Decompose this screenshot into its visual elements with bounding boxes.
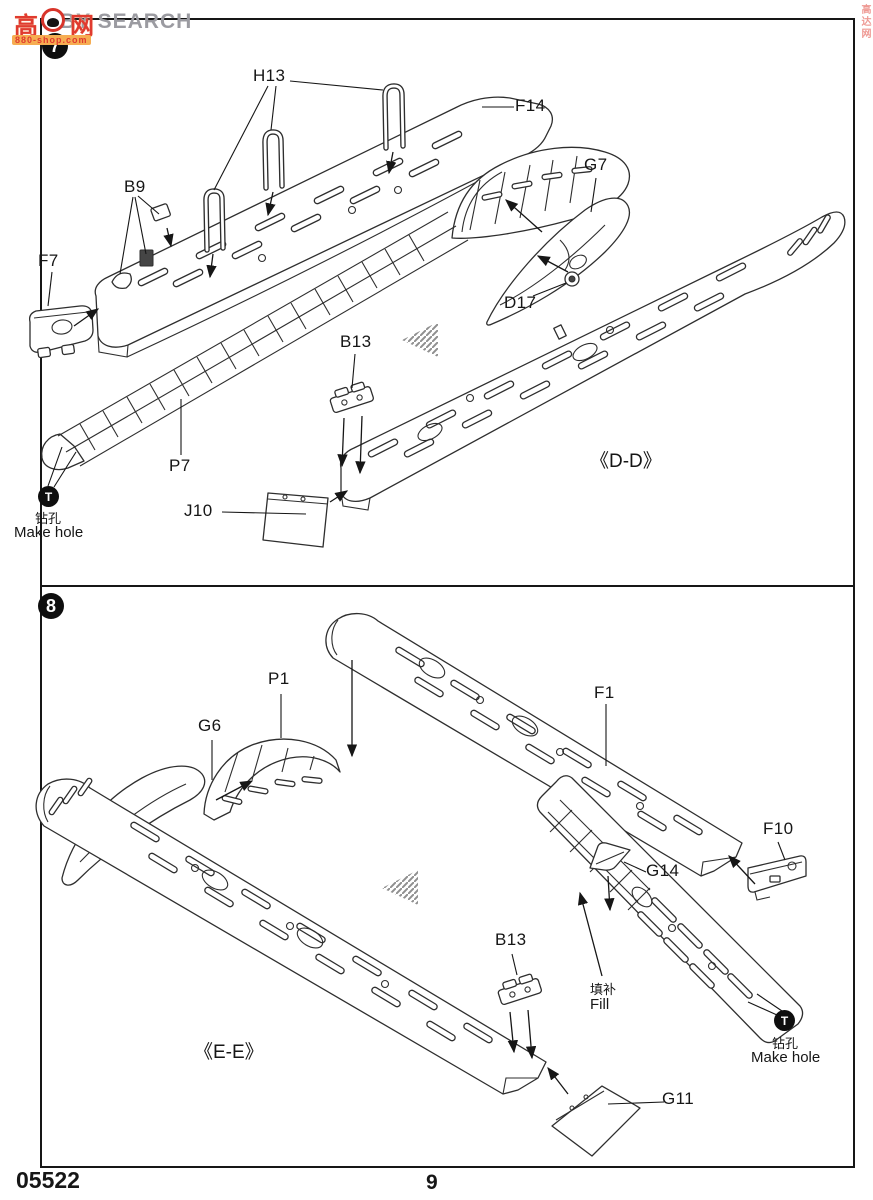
direction-arrow-8: [382, 870, 418, 905]
part-b13-clamp: [329, 381, 375, 414]
page-number: 9: [426, 1171, 438, 1194]
part-curved-deck-end: [451, 146, 630, 239]
label-g7: G7: [584, 155, 608, 174]
step8-number-badge: 8: [38, 593, 64, 619]
label-f14: F14: [515, 96, 546, 115]
part-d17-grommet: [564, 271, 580, 287]
label-j10: J10: [184, 501, 213, 520]
side-watermark: 高达网: [859, 4, 870, 40]
make-hole-cn-step8: 钻孔: [772, 1036, 799, 1051]
watermark-search-text: BY SEARCH: [60, 10, 193, 33]
label-b9: B9: [124, 177, 146, 196]
fill-en: Fill: [590, 996, 610, 1013]
label-f10: F10: [763, 819, 794, 838]
label-d17: D17: [504, 293, 537, 312]
part-p1-hump: [203, 738, 341, 821]
watermark-url: 880-shop.com: [12, 35, 91, 45]
step7-diagram: [28, 80, 846, 548]
drill-icon-step7: T: [38, 486, 59, 507]
part-b9-fittings: [111, 203, 171, 290]
fill-cn: 填补: [590, 982, 617, 997]
part-j10-panel: [262, 492, 329, 548]
make-hole-en-step8: Make hole: [751, 1049, 821, 1066]
kit-number: 05522: [16, 1167, 80, 1193]
make-hole-cn-step7: 钻孔: [35, 511, 62, 526]
make-hole-en-step7: Make hole: [14, 524, 84, 541]
section-label-ee: 《E-E》: [194, 1042, 264, 1063]
part-h13-pins: [203, 83, 406, 253]
label-f1: F1: [594, 683, 615, 702]
part-p7-frame: [41, 211, 469, 471]
label-h13: H13: [253, 66, 286, 85]
page-border: [40, 18, 855, 1168]
label-b13-step7: B13: [340, 332, 372, 351]
part-f7-bracket: [28, 305, 94, 359]
label-b13-step8: B13: [495, 930, 527, 949]
label-g11: G11: [662, 1089, 695, 1108]
label-f7: F7: [38, 251, 59, 270]
part-f1-deck: [325, 612, 743, 877]
hobby-search-watermark: BY SEARCH 高 网 880-shop.com: [8, 4, 208, 50]
step8-diagram: [35, 612, 807, 1157]
label-g14: G14: [646, 861, 680, 880]
label-g6: G6: [198, 716, 222, 735]
step-divider-line: [40, 585, 855, 587]
label-p7: P7: [169, 456, 191, 475]
drill-icon-step8: T: [774, 1010, 795, 1031]
part-g14-plate: [589, 842, 631, 871]
part-dd-deck: [339, 211, 846, 511]
part-ee-deck: [35, 776, 547, 1095]
section-label-dd: 《D-D》: [590, 451, 662, 472]
part-g11-panel: [551, 1085, 641, 1157]
label-p1: P1: [268, 669, 290, 688]
watermark-logo-icon: [41, 8, 65, 32]
part-f10-bracket: [747, 855, 807, 901]
direction-arrow-7: [402, 322, 438, 357]
part-b13-clamp-8: [497, 973, 543, 1006]
